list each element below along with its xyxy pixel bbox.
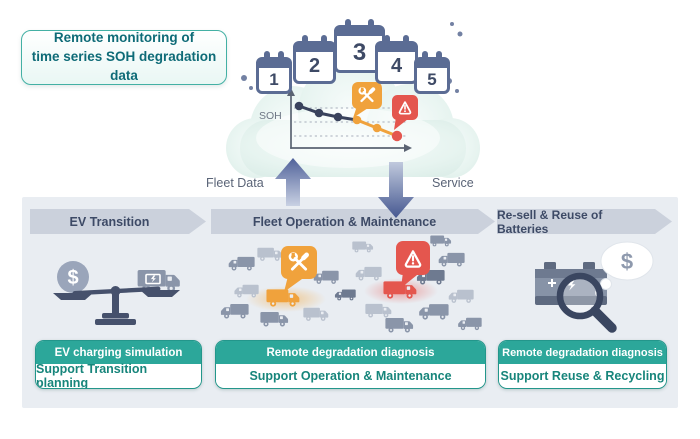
calendar-ring [422, 51, 429, 64]
banner-label: Fleet Operation & Maintenance [252, 214, 437, 229]
calendar-number: 1 [269, 69, 279, 89]
calendar-ring [402, 35, 409, 48]
maintenance-tools-icon [352, 82, 382, 118]
calendar-ring [320, 35, 327, 48]
calendar-ring [264, 51, 271, 64]
calendar-top-bar [336, 27, 383, 36]
calendar-ring [302, 35, 309, 48]
card-remote-diagnosis-operation: Remote degradation diagnosis Support Ope… [215, 340, 486, 389]
soh-axis-label: SOH [259, 110, 282, 122]
title-box: Remote monitoring of time series SOH deg… [21, 30, 227, 85]
banner-fleet-operation: Fleet Operation & Maintenance [211, 209, 495, 234]
card-bottom-label: Support Operation & Maintenance [216, 364, 485, 387]
title-line-1: Remote monitoring of [53, 30, 195, 46]
gridlines [294, 107, 406, 137]
calendar-icon-5: 5 [414, 51, 450, 94]
calendar-ring [344, 19, 351, 32]
card-top-label: Remote degradation diagnosis [499, 341, 666, 364]
fleet-data-label: Fleet Data [206, 176, 264, 190]
calendar-icon-1: 1 [256, 51, 292, 94]
calendar-icon-2: 2 [293, 35, 336, 84]
calendar-number: 5 [427, 69, 437, 89]
calendar-top-bar [377, 43, 416, 52]
axes [290, 94, 407, 149]
title-line-2: time series SOH degradation data [31, 49, 217, 83]
calendar-number: 2 [308, 55, 321, 77]
soh-line-degraded [356, 118, 398, 138]
soh-line-normal [298, 104, 358, 122]
calendar-icon-4: 4 [375, 35, 418, 84]
card-top-label: EV charging simulation [36, 341, 201, 364]
banner-ev-transition: EV Transition [30, 209, 206, 234]
calendar-number: 4 [390, 55, 403, 77]
calendar-ring [435, 51, 442, 64]
service-label: Service [432, 176, 474, 190]
soh-points-maintenance [352, 115, 382, 133]
x-axis-arrowhead [404, 144, 412, 152]
cloud-sheen [256, 108, 440, 168]
card-ev-charging: EV charging simulation Support Transitio… [35, 340, 202, 389]
card-bottom-label: Support Reuse & Recycling [499, 364, 666, 387]
card-remote-diagnosis-reuse: Remote degradation diagnosis Support Reu… [498, 340, 667, 389]
calendar-ring [384, 35, 391, 48]
card-bottom-label: Support Transition planning [36, 362, 201, 388]
soh-points-normal [294, 101, 343, 122]
warning-alert-icon [392, 95, 418, 130]
calendar-top-bar [295, 43, 334, 52]
calendar-top-bar [258, 59, 290, 68]
calendar-top-bar [416, 59, 448, 68]
banner-label: Re-sell & Reuse of Batteries [497, 207, 603, 236]
card-top-label: Remote degradation diagnosis [216, 341, 485, 364]
soh-degradation-graph [287, 82, 418, 152]
calendar-ring [368, 19, 375, 32]
banner-label: EV Transition [69, 214, 150, 229]
calendar-ring [277, 51, 284, 64]
banner-resell-reuse: Re-sell & Reuse of Batteries [497, 209, 672, 234]
soh-point-alert [391, 130, 403, 142]
calendar-number: 3 [352, 39, 367, 66]
